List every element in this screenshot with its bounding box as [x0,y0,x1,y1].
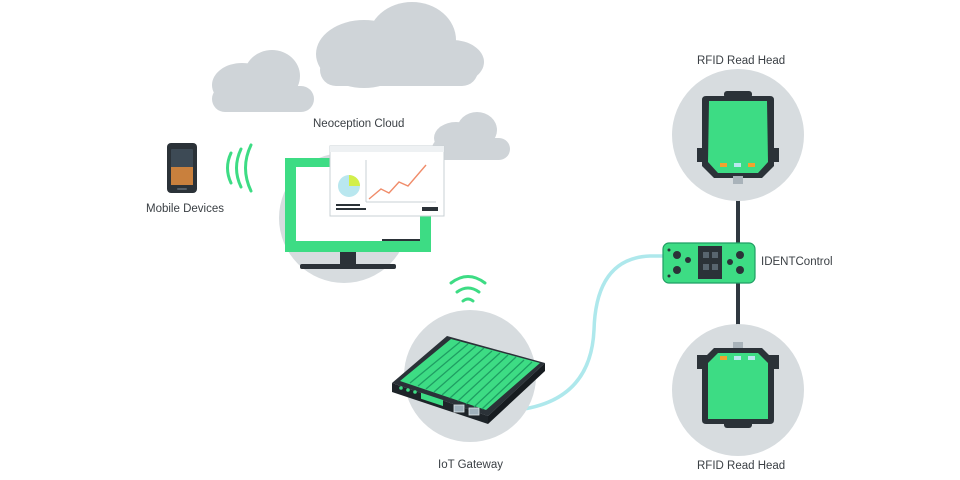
ethernet-cable [484,254,670,413]
dashboard-window-icon [329,145,445,217]
phone-icon [167,143,197,193]
rfid-read-head-icon [697,342,779,428]
rfid-bottom-label: RFID Read Head [697,460,786,472]
rfid-top-label: RFID Read Head [697,55,786,67]
gateway-device-icon [392,336,545,424]
gateway-wifi-icon [449,275,487,303]
identcontrol-label: IDENTControl [761,256,833,268]
identcontrol-device-icon [662,242,756,284]
mobile-devices-label: Mobile Devices [146,203,224,215]
cloud-icon [212,2,510,160]
rfid-read-head-icon [697,91,779,184]
cloud-label: Neoception Cloud [313,118,405,130]
wifi-icon [226,143,253,193]
gateway-label: IoT Gateway [438,459,503,471]
